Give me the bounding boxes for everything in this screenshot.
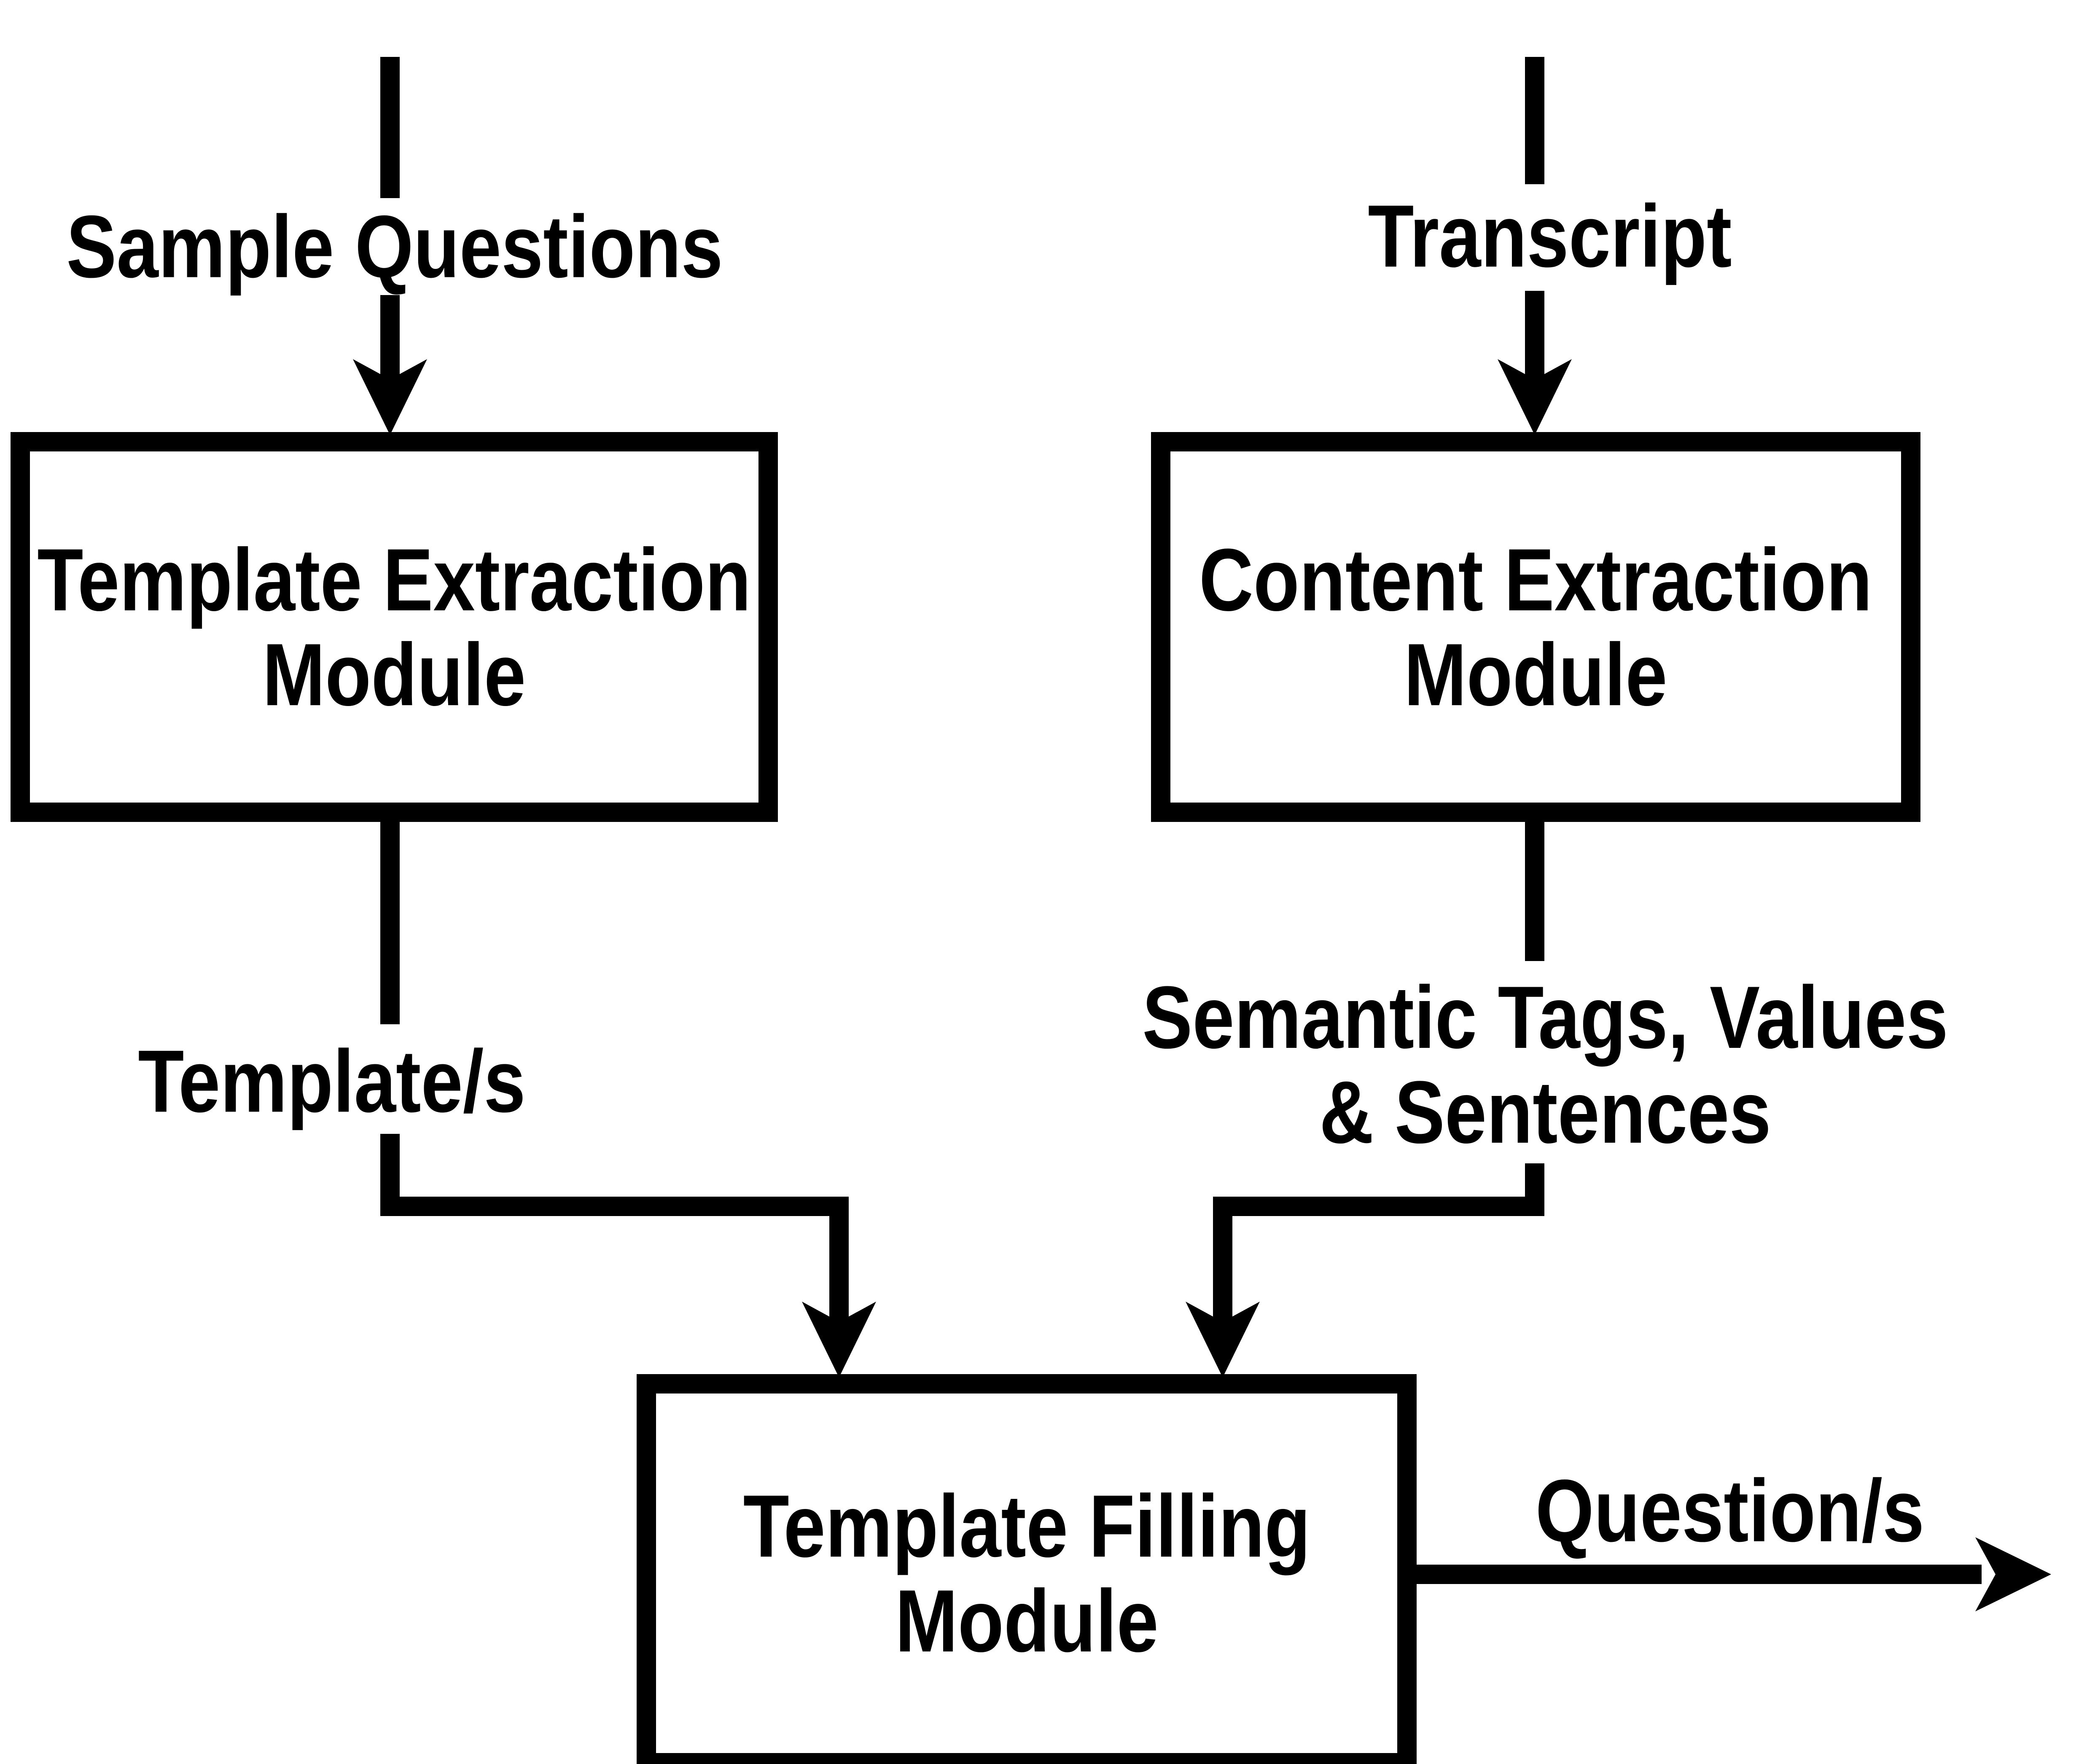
edge-label-line: Semantic Tags, Values xyxy=(1142,968,1948,1067)
content-extraction-module-box: Content Extraction Module xyxy=(1151,432,1920,822)
edge-label-line: & Sentences xyxy=(1319,1063,1771,1162)
transcript-arrowhead-icon xyxy=(1498,359,1572,435)
sample-questions-arrowhead-icon xyxy=(353,359,427,435)
transcript-label: Transcript xyxy=(1368,186,1732,286)
content-output-arrowhead-icon xyxy=(1186,1302,1260,1377)
template-output-elbow-line xyxy=(380,1134,849,1322)
box-label-line: Module xyxy=(895,1571,1159,1670)
template-filling-module-label: Template Filling Module xyxy=(743,1479,1310,1668)
question-s-edge-label: Question/s xyxy=(1535,1461,1925,1560)
template-filling-module-box: Template Filling Module xyxy=(637,1374,1417,1764)
content-extraction-module-label: Content Extraction Module xyxy=(1199,532,1872,722)
question-output-arrowhead-icon xyxy=(1975,1537,2051,1611)
template-extraction-module-box: Template Extraction Module xyxy=(11,432,778,822)
box-label-line: Module xyxy=(1404,625,1667,724)
semantic-tags-edge-label: Semantic Tags, Values & Sentences xyxy=(1142,970,1948,1160)
content-output-elbow-line xyxy=(1213,1163,1544,1322)
box-label-line: Template Extraction xyxy=(37,530,751,629)
box-label-line: Template Filling xyxy=(743,1476,1310,1576)
box-label-line: Content Extraction xyxy=(1199,530,1872,629)
template-s-edge-label: Template/s xyxy=(138,1031,526,1131)
template-output-arrowhead-icon xyxy=(802,1302,876,1377)
template-extraction-module-label: Template Extraction Module xyxy=(38,532,751,722)
sample-questions-label: Sample Questions xyxy=(66,197,723,296)
box-label-line: Module xyxy=(262,625,526,724)
